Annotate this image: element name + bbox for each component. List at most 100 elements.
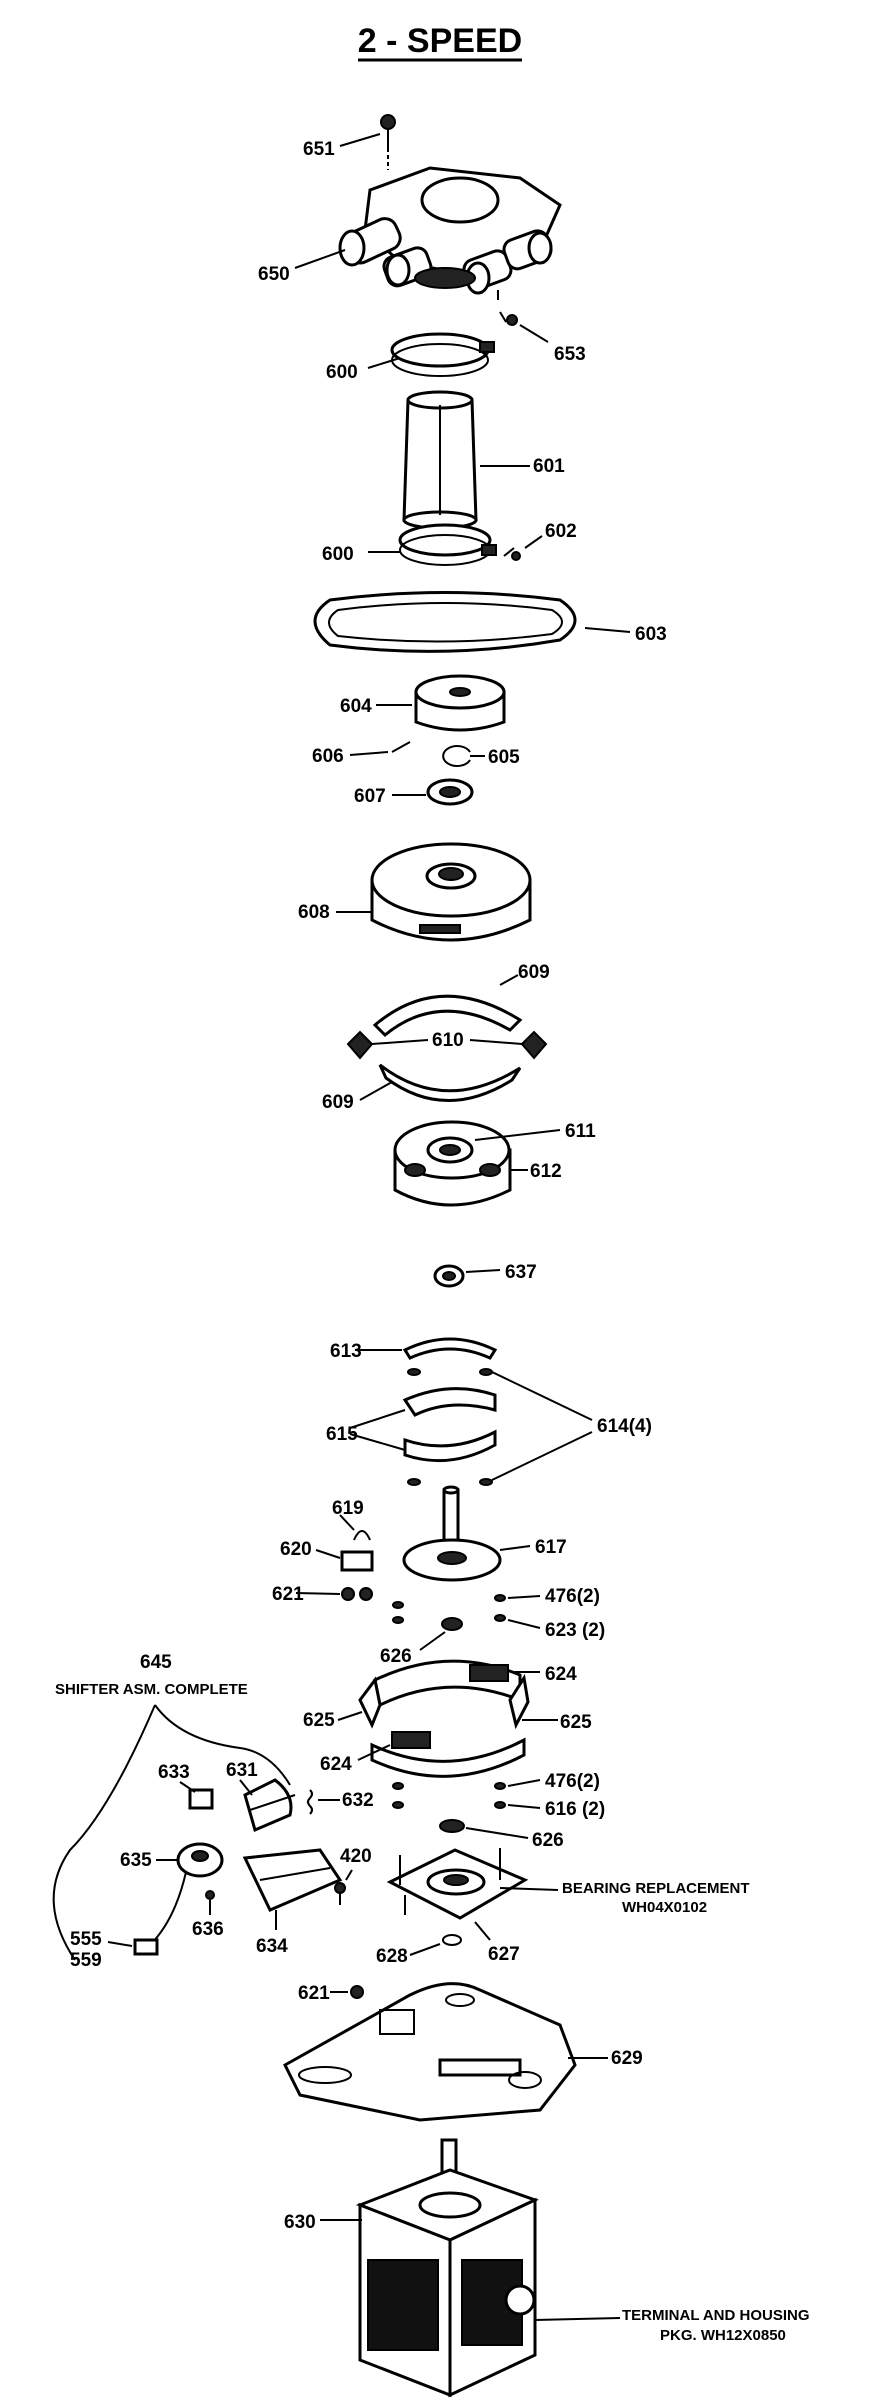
part-629-mounting-plate (283, 1982, 577, 2122)
part-609-shoe-top (372, 994, 523, 1038)
label-626-top: 626 (380, 1646, 412, 1667)
label-619: 619 (332, 1498, 364, 1519)
part-612-clutch-hub (393, 1120, 512, 1207)
label-607: 607 (354, 786, 386, 807)
part-626-bushing-bottom (439, 1819, 465, 1833)
part-627-bearing-bracket (386, 1848, 529, 1920)
part-634-bracket (242, 1848, 343, 1912)
part-608-clutch-drum (370, 842, 532, 942)
label-612: 612 (530, 1161, 562, 1182)
terminal-housing-line2: PKG. WH12X0850 (660, 2327, 786, 2344)
label-616: 616 (2) (545, 1799, 605, 1820)
leader-615-b (349, 1433, 406, 1451)
leader-610-right (469, 1039, 523, 1045)
leader-611 (474, 1129, 561, 1141)
bearing-replacement-line2: WH04X0102 (622, 1899, 707, 1916)
label-600-top: 600 (326, 362, 358, 383)
leader-615-a (349, 1409, 406, 1429)
label-645: 645 (140, 1652, 172, 1673)
bearing-replacement-line1: BEARING REPLACEMENT (562, 1880, 750, 1897)
leader-625-left (337, 1711, 363, 1721)
leader-606 (349, 751, 389, 756)
part-613-bracket (402, 1337, 498, 1360)
label-610: 610 (432, 1030, 464, 1051)
label-476-bottom: 476(2) (545, 1771, 600, 1792)
label-624-bottom: 624 (320, 1754, 352, 1775)
leader-628 (409, 1943, 441, 1956)
label-632: 632 (342, 1790, 374, 1811)
part-628-ring (442, 1934, 462, 1946)
leader-terminal (534, 2317, 621, 2321)
leader-476-top (507, 1595, 541, 1599)
part-620-plate (340, 1550, 374, 1572)
part-476-623-washers (392, 1594, 506, 1624)
label-653: 653 (554, 344, 586, 365)
label-621-top: 621 (272, 1584, 304, 1605)
label-604: 604 (340, 696, 372, 717)
leader-610-left (371, 1039, 429, 1045)
leader-627 (474, 1921, 491, 1941)
part-626-bushing-top (441, 1617, 463, 1631)
label-627: 627 (488, 1944, 520, 1965)
label-651: 651 (303, 139, 335, 160)
part-637-nut (433, 1264, 465, 1288)
leader-626-bottom (465, 1827, 529, 1839)
label-628: 628 (376, 1946, 408, 1967)
leader-bearing (499, 1887, 559, 1891)
label-621-bottom: 621 (298, 1983, 330, 2004)
label-613: 613 (330, 1341, 362, 1362)
part-604-pulley (414, 674, 506, 732)
label-636: 636 (192, 1919, 224, 1940)
part-635-solenoid (149, 1842, 224, 1946)
leader-620 (315, 1549, 341, 1559)
terminal-housing-line1: TERMINAL AND HOUSING (622, 2307, 810, 2324)
label-624-top: 624 (545, 1664, 577, 1685)
leader-619 (339, 1514, 355, 1531)
part-606-pin (391, 741, 411, 753)
leader-650 (294, 249, 346, 269)
leader-617 (499, 1545, 531, 1551)
diagram-title: 2 - SPEED (358, 22, 522, 60)
part-600-clamp-top (390, 332, 495, 377)
leader-621-top (295, 1592, 341, 1595)
label-617: 617 (535, 1537, 567, 1558)
leader-614-a (491, 1371, 593, 1421)
part-636-fastener (205, 1890, 215, 1900)
part-609-shoe-bottom (378, 1063, 522, 1102)
part-607-bearing (426, 778, 474, 806)
label-633: 633 (158, 1762, 190, 1783)
leader-651 (339, 133, 381, 147)
part-605-retaining-ring (442, 745, 471, 767)
label-635: 635 (120, 1850, 152, 1871)
label-608: 608 (298, 902, 330, 923)
leader-616 (507, 1804, 541, 1809)
label-609-bottom: 609 (322, 1092, 354, 1113)
label-615: 615 (326, 1424, 358, 1445)
part-621-washers (341, 1587, 373, 1601)
label-609-top: 609 (518, 962, 550, 983)
label-601: 601 (533, 456, 565, 477)
part-650-pump (338, 166, 562, 295)
label-620: 620 (280, 1539, 312, 1560)
leader-631 (239, 1779, 253, 1796)
leader-602 (524, 535, 543, 549)
label-645-caption: SHIFTER ASM. COMPLETE (55, 1681, 248, 1698)
label-631: 631 (226, 1760, 258, 1781)
label-555: 555 (70, 1929, 102, 1950)
label-625-right: 625 (560, 1712, 592, 1733)
label-637: 637 (505, 1262, 537, 1283)
leader-420 (345, 1869, 353, 1881)
label-630: 630 (284, 2212, 316, 2233)
leader-614-b (491, 1431, 593, 1481)
label-602: 602 (545, 521, 577, 542)
label-559: 559 (70, 1950, 102, 1971)
part-601-hose (402, 390, 478, 530)
part-555-559-connector (133, 1938, 159, 1956)
label-611: 611 (565, 1121, 596, 1142)
part-603-belt (313, 591, 577, 653)
leader-600-top (367, 357, 401, 369)
leader-609-top (499, 974, 519, 986)
part-600-clamp-bottom (398, 523, 497, 566)
label-603: 603 (635, 624, 667, 645)
leader-603 (584, 627, 631, 633)
